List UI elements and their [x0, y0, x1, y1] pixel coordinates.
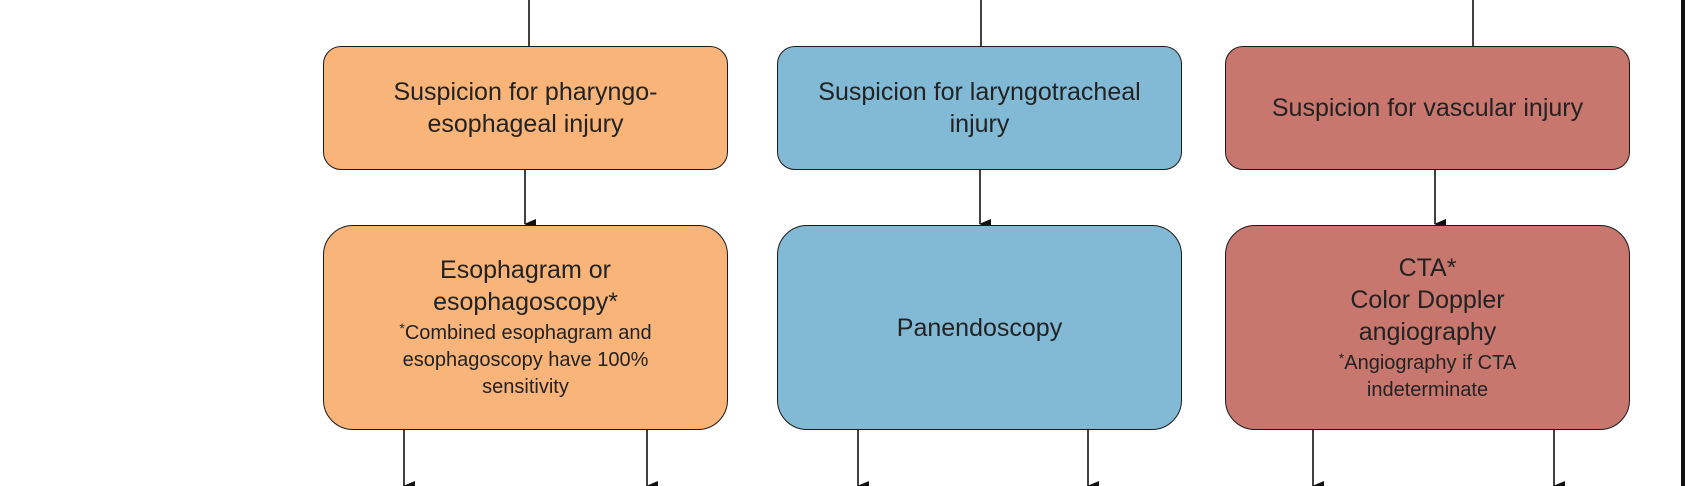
footnote-asterisk: *	[399, 320, 405, 336]
page-edge-rule	[1681, 0, 1685, 486]
suspicion-laryngotracheal-text: Suspicion for laryngotracheal injury	[818, 78, 1141, 138]
workup-pharyngoesophageal-box: Esophagram or esophagoscopy* *Combined e…	[323, 225, 728, 430]
suspicion-pharyngoesophageal-box: Suspicion for pharyngo- esophageal injur…	[323, 46, 728, 170]
footnote-asterisk: *	[1338, 349, 1345, 366]
workup-vascular-footnote: *Angiography if CTA indeterminate	[1338, 349, 1517, 401]
workup-laryngotracheal-title: Panendoscopy	[896, 313, 1063, 342]
suspicion-vascular-box: Suspicion for vascular injury	[1225, 46, 1630, 170]
workup-pharyngoesophageal-title: Esophagram or esophagoscopy*	[433, 256, 618, 316]
suspicion-vascular-text: Suspicion for vascular injury	[1271, 94, 1584, 122]
workup-vascular-title: CTA* Color Doppler angiography	[1350, 253, 1505, 346]
suspicion-pharyngoesophageal-text: Suspicion for pharyngo- esophageal injur…	[393, 78, 658, 138]
workup-vascular-box: CTA* Color Doppler angiography *Angiogra…	[1225, 225, 1630, 430]
suspicion-laryngotracheal-box: Suspicion for laryngotracheal injury	[777, 46, 1182, 170]
workup-pharyngoesophageal-footnote: *Combined esophagram and esophagoscopy h…	[399, 320, 652, 398]
workup-laryngotracheal-box: Panendoscopy	[777, 225, 1182, 430]
